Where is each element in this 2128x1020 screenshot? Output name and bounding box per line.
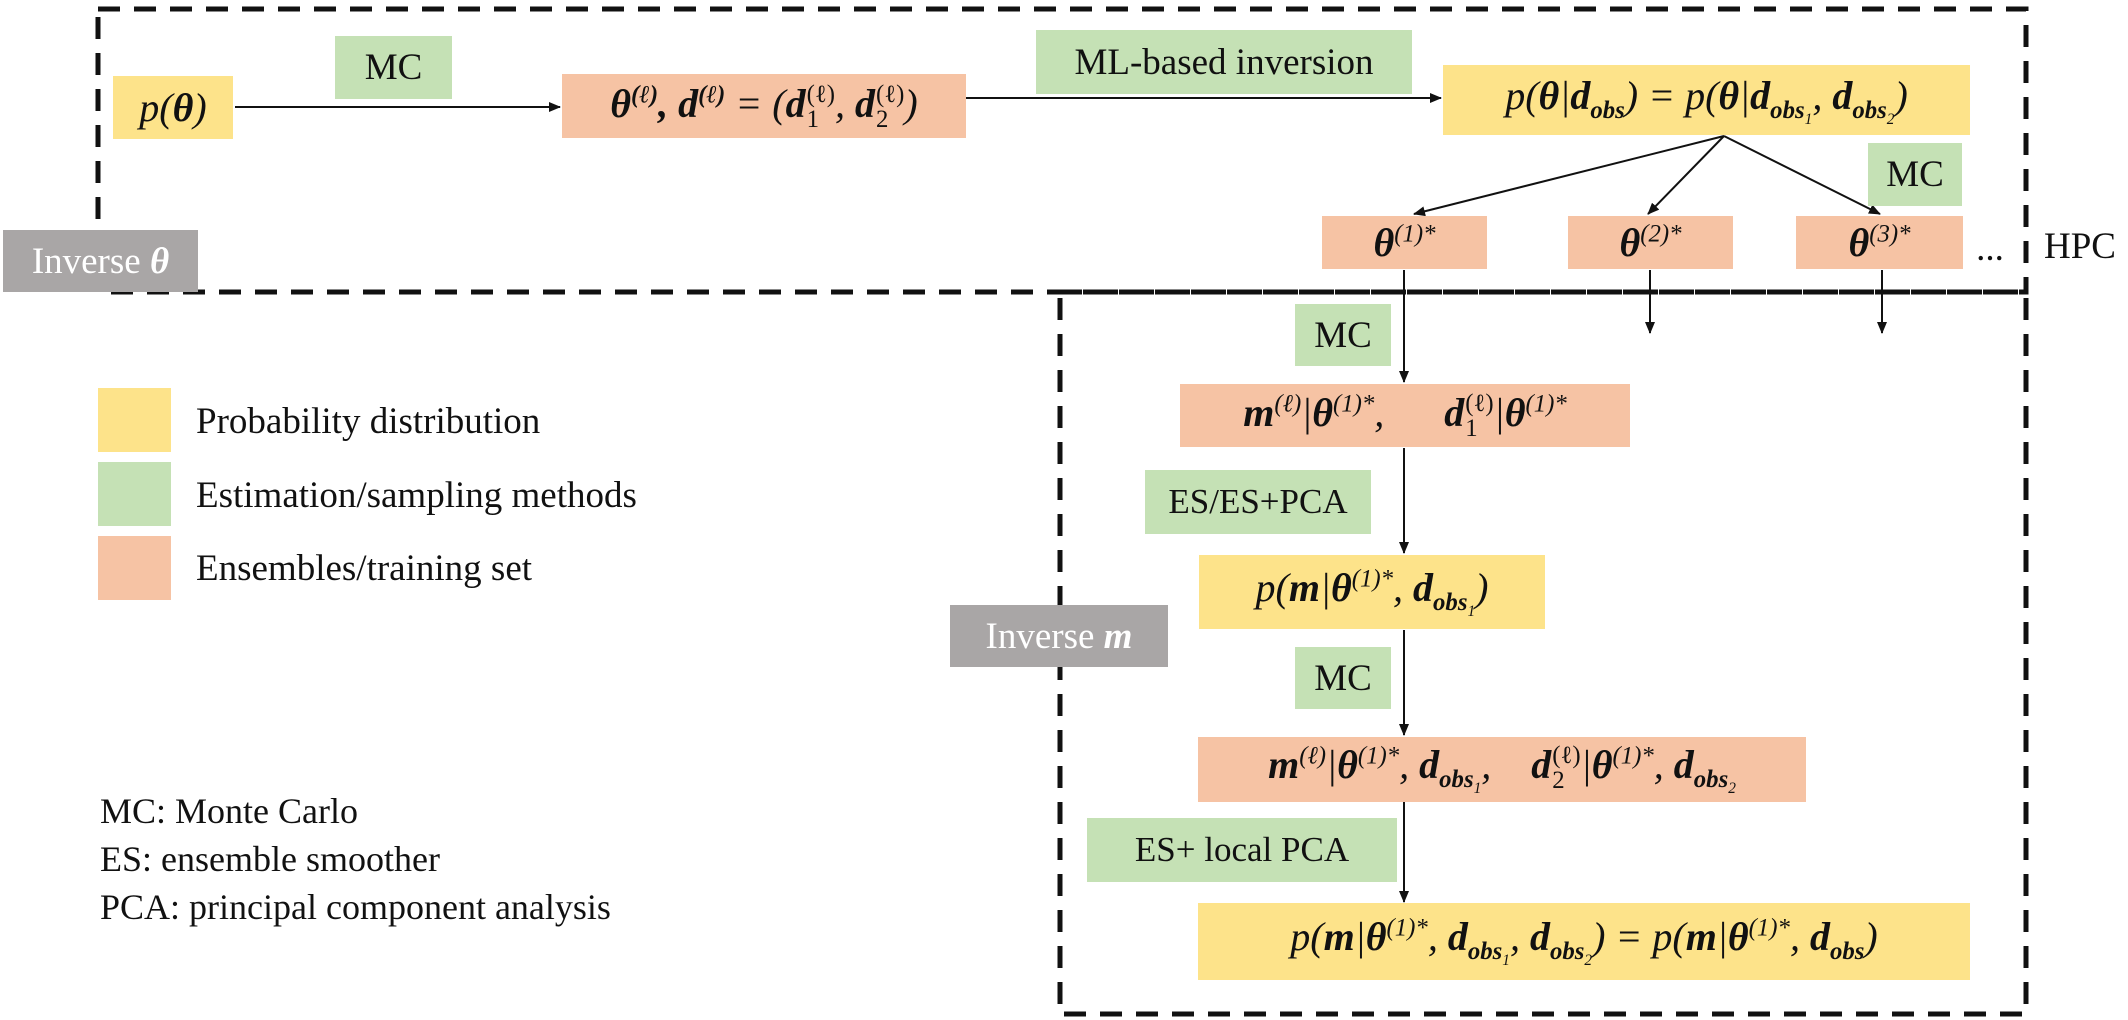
arrow-posterior-to-theta2 — [1647, 135, 1725, 215]
note-es: ES: ensemble smoother — [100, 839, 440, 879]
prior-theta-box: p(θ) — [113, 76, 233, 139]
more-samples-ellipsis: ... — [1976, 227, 2004, 269]
ml-inversion-label: ML-based inversion — [1036, 30, 1412, 94]
note-pca: PCA: principal component analysis — [100, 887, 611, 927]
legend-label-ensemble: Ensembles/training set — [196, 548, 533, 589]
mc-label-top: MC — [335, 36, 452, 99]
posterior-theta-box: p(θ|dobs) = p(θ|dobs1, dobs2) — [1443, 65, 1970, 135]
theta-data-ensemble-box: θ(ℓ), d(ℓ) = (d(ℓ)1, d(ℓ)2) — [562, 74, 966, 138]
arrow-posterior-to-theta1 — [1413, 135, 1725, 217]
inverse-m-frame — [1057, 289, 2029, 1017]
legend-swatch-estimation — [98, 462, 171, 526]
legend-label-estimation: Estimation/sampling methods — [196, 475, 637, 516]
legend-swatch-ensemble — [98, 536, 171, 600]
posterior-m-stage1-box: p(m|θ(1)*, dobs1) — [1199, 555, 1545, 629]
arrow-posterior-to-theta3 — [1723, 135, 1881, 215]
mc-label-branch2: MC — [1295, 647, 1391, 709]
inverse-m-label: Inverse m — [950, 605, 1168, 667]
note-mc: MC: Monte Carlo — [100, 791, 358, 831]
theta-sample-2-box: θ(2)* — [1568, 216, 1733, 269]
mc-label-branch1: MC — [1295, 304, 1391, 366]
m-ensemble-stage1-box: m(ℓ)|θ(1)*, d(ℓ)1|θ(1)* — [1180, 384, 1630, 447]
theta-sample-3-box: θ(3)* — [1796, 216, 1963, 269]
m-ensemble-stage2-box: m(ℓ)|θ(1)*, dobs1, d(ℓ)2|θ(1)*, dobs2 — [1198, 737, 1806, 802]
theta-sample-1-box: θ(1)* — [1322, 216, 1487, 269]
hpc-label: HPC — [2044, 225, 2116, 267]
posterior-m-final-box: p(m|θ(1)*, dobs1, dobs2) = p(m|θ(1)*, do… — [1198, 903, 1970, 980]
mc-label-fan: MC — [1868, 143, 1962, 206]
legend-label-probability: Probability distribution — [196, 401, 541, 442]
es-local-pca-label: ES+ local PCA — [1087, 818, 1397, 882]
inverse-theta-label: Inverse θ — [3, 230, 198, 292]
legend-swatch-probability — [98, 388, 171, 452]
es-pca-label: ES/ES+PCA — [1145, 470, 1371, 534]
